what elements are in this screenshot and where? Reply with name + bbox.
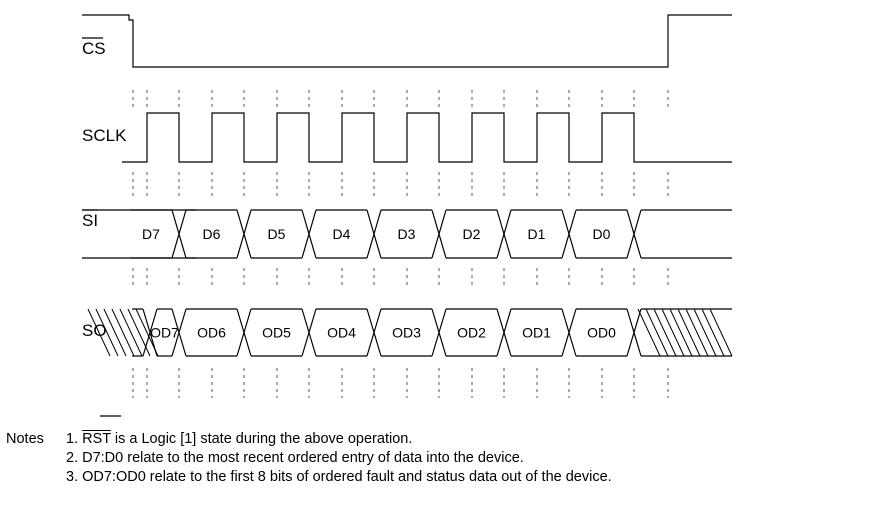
so-bit-label: OD5 xyxy=(262,325,291,341)
so-bit-label: OD7 xyxy=(150,325,179,341)
hatch-line xyxy=(669,308,693,357)
si-bit-label: D5 xyxy=(268,226,286,242)
note-2: 2. D7:D0 relate to the most recent order… xyxy=(66,450,524,466)
si-label: SI xyxy=(82,211,98,230)
hatch-line xyxy=(645,308,669,357)
hatch-line xyxy=(693,308,717,357)
notes-heading: Notes xyxy=(6,431,44,447)
so-bit-label: OD1 xyxy=(522,325,551,341)
sclk-waveform xyxy=(122,112,732,163)
si-bit-labels: D7 D6 D5 D4 D3 D2 D1 D0 xyxy=(142,226,611,242)
si-bit-label: D1 xyxy=(528,226,546,242)
hatch-line xyxy=(637,308,661,357)
hatch-line xyxy=(701,308,725,357)
sclk-label: SCLK xyxy=(82,126,127,145)
si-bit-label: D7 xyxy=(142,226,160,242)
so-bit-label: OD0 xyxy=(587,325,616,341)
so-bit-labels: OD7 OD6 OD5 OD4 OD3 OD2 OD1 OD0 xyxy=(150,325,616,341)
hatch-line xyxy=(87,308,111,357)
hatch-line xyxy=(111,308,135,357)
cs-signal: CS xyxy=(82,14,732,68)
note-1-text: is a Logic [1] state during the above op… xyxy=(110,431,413,447)
cs-waveform xyxy=(82,14,732,68)
si-bit-label: D2 xyxy=(463,226,481,242)
hatch-line xyxy=(127,308,151,357)
so-bit-label: OD2 xyxy=(457,325,486,341)
hatch-line xyxy=(709,308,733,357)
hatch-line xyxy=(653,308,677,357)
si-bit-label: D3 xyxy=(398,226,416,242)
si-bit-label: D4 xyxy=(333,226,351,242)
si-signal: SI D7 D6 D5 D4 D3 D2 D1 D0 xyxy=(82,209,732,259)
si-bit-label: D6 xyxy=(203,226,221,242)
hatch-line xyxy=(677,308,701,357)
hatch-line xyxy=(119,308,143,357)
note-3: 3. OD7:OD0 relate to the first 8 bits of… xyxy=(66,469,612,485)
si-bit-label: D0 xyxy=(593,226,611,242)
so-bit-label: OD4 xyxy=(327,325,356,341)
cs-label: CS xyxy=(82,39,106,58)
note-1: 1. RST is a Logic [1] state during the a… xyxy=(66,430,412,449)
so-bit-label: OD6 xyxy=(197,325,226,341)
clock-guide-lines xyxy=(132,90,669,398)
sclk-signal: SCLK xyxy=(82,112,732,163)
hatch-line xyxy=(95,308,119,357)
note-1-signal: RST xyxy=(82,431,111,447)
so-undefined-hatching xyxy=(87,308,733,357)
hatch-line xyxy=(103,308,127,357)
so-waveform xyxy=(132,308,732,357)
hatch-line xyxy=(661,308,685,357)
note-1-number: 1. xyxy=(66,431,79,447)
so-bit-label: OD3 xyxy=(392,325,421,341)
si-waveform xyxy=(82,209,732,259)
hatch-line xyxy=(685,308,709,357)
